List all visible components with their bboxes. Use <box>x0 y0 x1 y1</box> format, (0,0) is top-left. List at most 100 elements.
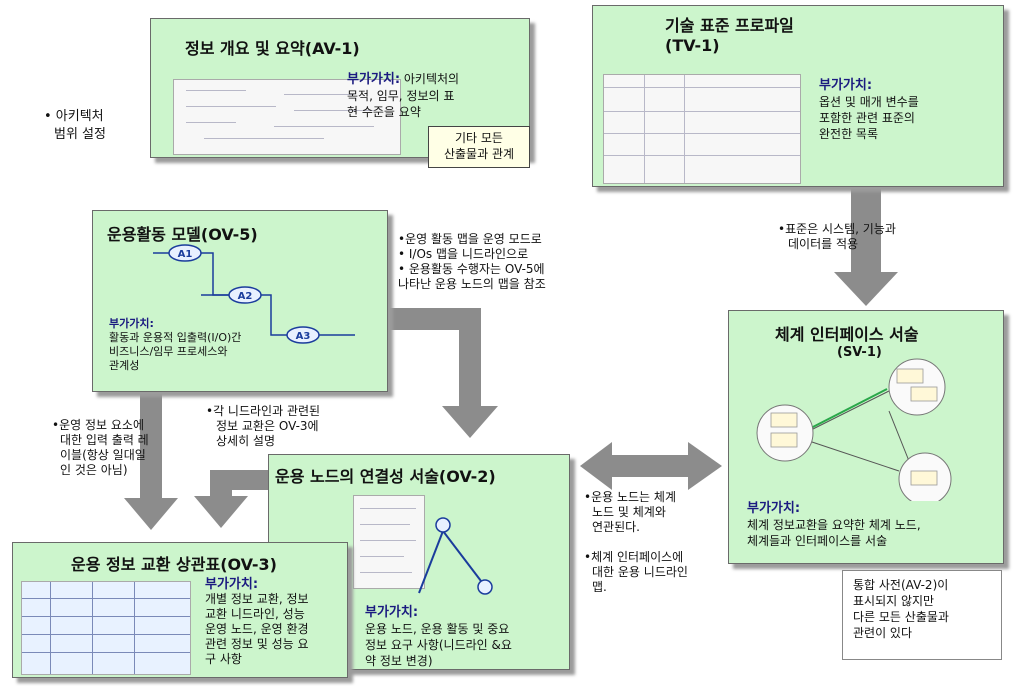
ov3-input-note-line: •운영 정보 요소에 <box>52 418 144 432</box>
ov2-node-diagram <box>418 517 493 595</box>
ov2-title: 운용 노드의 연결성 서술(OV-2) <box>275 467 496 486</box>
sv1-title: 체계 인터페이스 서술 <box>775 325 919 344</box>
scope-note-line: • 아키텍처 <box>44 109 104 124</box>
tv1-value: 부가가치: 옵션 및 매개 변수를 포함한 관련 표준의 완전한 목록 <box>819 78 999 142</box>
tv1-title: 기술 표준 프로파일 <box>665 16 794 35</box>
scope-note-line: 범위 설정 <box>54 127 106 142</box>
ov3-input-note-line: 대한 입력 출력 레 <box>60 433 149 447</box>
ov5-value-label: 부가가치: <box>109 317 154 330</box>
ov2-to-ov3-arrow-h <box>222 470 272 490</box>
sv-interface-note-line: 대한 운용 니드라인 <box>592 565 688 579</box>
ov2-value-label: 부가가치: <box>365 605 419 620</box>
activity-node-a3 <box>286 326 320 344</box>
ov3-input-note-line: 이블(항상 일대일 <box>60 448 146 462</box>
activity-label: A3 <box>296 331 311 342</box>
ov2-value: 부가가치: 운용 노드, 운용 활동 및 중요 정보 요구 사항(니드라인 &요… <box>365 605 512 669</box>
ov3-value-line: 운영 노드, 운영 환경 <box>205 622 309 636</box>
sv1-value-line: 체계들과 인터페이스를 서술 <box>747 534 888 548</box>
ov5-mapping-note-line: • 운용활동 수행자는 OV-5에 <box>398 262 545 276</box>
av1-relation-line: 산출물과 관계 <box>443 147 515 161</box>
sv1-system-diagram <box>756 358 952 501</box>
ov5-mapping-note-line: • I/Os 맵을 니드라인으로 <box>398 247 529 261</box>
ov3-value-label: 부가가치: <box>205 577 259 592</box>
tv1-value-line: 완전한 목록 <box>819 127 879 141</box>
needline-note-line: •각 니드라인과 관련된 <box>206 404 321 418</box>
ov2-node-note-line: •운용 노드는 체계 <box>584 490 676 504</box>
ov5-to-ov2-arrow-h <box>385 308 481 330</box>
ov5-mapping-note: •운영 활동 맵을 운영 모드로 • I/Os 맵을 니드라인으로 • 운용활동… <box>398 232 546 292</box>
ov2-node-circle <box>435 517 451 533</box>
ov5-to-ov2-arrow-shaft <box>459 308 481 408</box>
ov2-sv1-arrow-right-head <box>688 442 722 490</box>
ov3-box: 운용 정보 교환 상관표(OV-3) 부가가치: 개별 정보 교환, 정보 교환… <box>12 542 348 678</box>
standards-note-line: •표준은 시스템, 기능과 <box>778 222 896 236</box>
av2-note-line: 표시되지 않지만 <box>853 594 935 608</box>
sv1-value: 부가가치: 체계 정보교환을 요약한 체계 노드, 체계들과 인터페이스를 서술 <box>747 501 921 549</box>
ov5-to-ov3-arrow-shaft <box>140 392 162 498</box>
ov5-to-ov3-arrow-head <box>124 498 178 530</box>
ov2-to-ov3-arrow-shaft <box>210 470 232 496</box>
tv1-value-line: 옵션 및 매개 변수를 <box>819 95 919 109</box>
activity-label: A1 <box>178 249 193 260</box>
ov3-value-line: 개별 정보 교환, 정보 <box>205 592 309 606</box>
tv1-value-line: 포함한 관련 표준의 <box>819 111 915 125</box>
ov3-value-line: 교환 니드라인, 성능 <box>205 607 305 621</box>
ov2-value-line: 운용 노드, 운용 활동 및 중요 <box>365 622 510 636</box>
ov3-matrix-thumbnail <box>21 581 191 675</box>
ov5-value-line: 비즈니스/임무 프로세스와 <box>109 345 228 358</box>
av1-title: 정보 개요 및 요약(AV-1) <box>185 39 360 58</box>
ov5-activity-flow: A1 A2 A3 <box>153 244 355 344</box>
needline-note-line: 상세히 설명 <box>216 434 276 448</box>
av1-document-thumbnail <box>173 79 401 155</box>
ov2-sv1-arrow-shaft <box>610 455 690 477</box>
needline-note-line: 정보 교환은 OV-3에 <box>216 419 319 433</box>
av1-value-line: 목적, 임무, 정보의 표 <box>347 89 455 103</box>
ov2-node-circle <box>477 579 493 595</box>
ov2-value-line: 정보 요구 사항(니드라인 &요 <box>365 638 512 652</box>
standards-note-line: 데이터를 적용 <box>788 237 859 251</box>
tv1-code: (TV-1) <box>665 36 720 55</box>
ov2-node-note: •운용 노드는 체계 노드 및 체계와 연관된다. <box>584 490 676 535</box>
sv-interface-note: •체계 인터페이스에 대한 운용 니드라인 맵. <box>584 550 688 595</box>
av1-value-line: 아키텍처의 <box>400 72 460 86</box>
needline-note: •각 니드라인과 관련된 정보 교환은 OV-3에 상세히 설명 <box>206 404 320 449</box>
sv1-value-line: 체계 정보교환을 요약한 체계 노드, <box>747 518 921 532</box>
ov3-input-note: •운영 정보 요소에 대한 입력 출력 레 이블(항상 일대일 인 것은 아님) <box>52 418 149 478</box>
av2-note-line: 관련이 있다 <box>853 626 913 640</box>
av1-relation-tag: 기타 모든 산출물과 관계 <box>428 126 530 168</box>
activity-label: A2 <box>238 291 253 302</box>
ov5-value-line: 활동과 운용적 입출력(I/O)간 <box>109 331 242 344</box>
av2-note-box: 통합 사전(AV-2)이 표시되지 않지만 다른 모든 산출물과 관련이 있다 <box>842 570 1002 660</box>
tv1-box: 기술 표준 프로파일 (TV-1) 부가가치: 옵션 및 매개 변수를 포함한 … <box>592 5 1004 187</box>
ov5-box: 운용활동 모델(OV-5) A1 A2 A3 부가가치: 활동과 운용적 입출력… <box>92 210 388 392</box>
tv-to-sv-arrow-shaft <box>851 188 881 272</box>
ov2-sv1-arrow-left-head <box>580 442 612 490</box>
ov5-value: 부가가치: 활동과 운용적 입출력(I/O)간 비즈니스/임무 프로세스와 관계… <box>109 317 241 373</box>
ov5-mapping-note-line: 나타난 운용 노드의 맵을 참조 <box>398 277 546 291</box>
ov3-value-line: 관련 정보 및 성능 요 <box>205 637 309 651</box>
ov2-document-thumbnail <box>353 495 425 589</box>
av1-value-label: 부가가치: <box>347 72 401 87</box>
ov5-to-ov2-arrow-head <box>442 406 498 438</box>
ov3-input-note-line: 인 것은 아님) <box>60 463 128 477</box>
scope-note: • 아키텍처 범위 설정 <box>44 108 106 144</box>
tv-to-sv-arrow-head <box>834 272 898 306</box>
activity-node-a2 <box>228 286 262 304</box>
ov5-mapping-note-line: •운영 활동 맵을 운영 모드로 <box>398 232 542 246</box>
ov2-to-ov3-arrow-head <box>194 496 248 528</box>
av2-note-line: 통합 사전(AV-2)이 <box>853 578 949 592</box>
ov2-value-line: 약 정보 변경) <box>365 654 433 668</box>
av1-value-line: 현 수준을 요약 <box>347 105 421 119</box>
tv1-table-thumbnail <box>603 74 801 184</box>
sv-interface-note-line: •체계 인터페이스에 <box>584 550 684 564</box>
ov3-title: 운용 정보 교환 상관표(OV-3) <box>71 555 277 574</box>
ov2-node-note-line: 연관된다. <box>592 520 640 534</box>
av1-relation-line: 기타 모든 <box>455 131 503 145</box>
sv1-value-label: 부가가치: <box>747 501 801 516</box>
ov2-node-note-line: 노드 및 체계와 <box>592 505 666 519</box>
av1-value: 부가가치: 아키텍처의 목적, 임무, 정보의 표 현 수준을 요약 <box>347 71 527 120</box>
activity-node-a1 <box>168 244 202 262</box>
sv1-box: 체계 인터페이스 서술 (SV-1) 부가가치: 체계 정보교환을 요약한 체계… <box>728 310 1004 564</box>
sv-interface-note-line: 맵. <box>592 580 607 594</box>
